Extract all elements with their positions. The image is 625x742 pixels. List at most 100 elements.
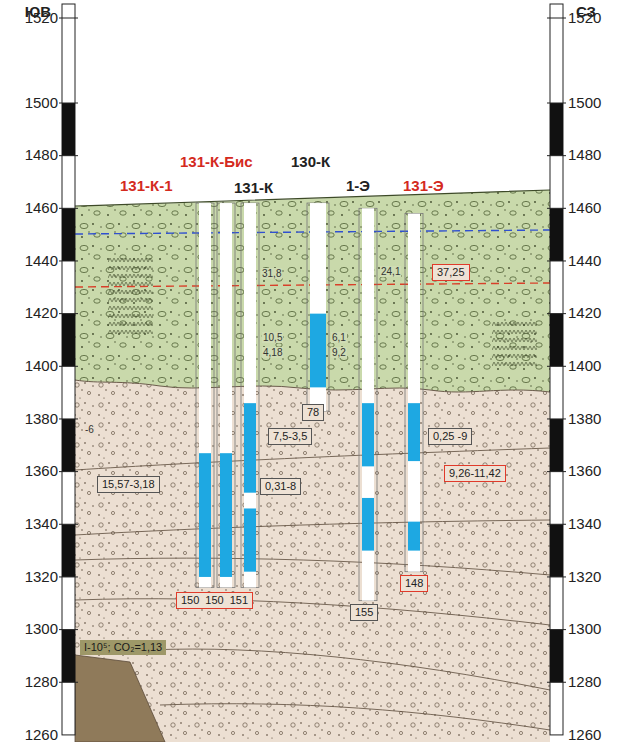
axis-value: 1340	[25, 516, 58, 533]
well-name: 131-К-Бис	[180, 154, 253, 171]
screen-interval	[244, 508, 256, 571]
axis-value: 1300	[25, 621, 58, 638]
ruler-tick	[59, 418, 78, 419]
value-label: 31,8	[261, 268, 282, 279]
ruler-segment	[550, 630, 563, 683]
value-box: 37,25	[432, 264, 470, 281]
box-value: 0,25 -9	[433, 430, 467, 442]
axis-value: 1420	[25, 305, 58, 322]
axis-value: 1280	[568, 674, 601, 691]
ruler-tick	[547, 629, 566, 630]
screen-interval	[244, 403, 256, 493]
screen-interval	[362, 403, 374, 466]
box-value: 9,26-11,42	[449, 467, 501, 479]
axis-value: 1460	[568, 200, 601, 217]
ruler-segment	[550, 103, 563, 156]
axis-value: 1440	[25, 253, 58, 270]
well-name: 1-Э	[346, 178, 370, 195]
value-box: 155	[350, 604, 378, 621]
box-value: 151	[230, 594, 248, 606]
depth-ruler	[62, 4, 75, 735]
axis-value: 1400	[568, 358, 601, 375]
axis-value: 1300	[568, 621, 601, 638]
box-value: 78	[307, 406, 319, 418]
axis-value: 1480	[568, 147, 601, 164]
ruler-tick	[547, 260, 566, 261]
bedrock	[75, 655, 165, 742]
ruler-segment	[62, 630, 75, 683]
screen-interval	[310, 314, 326, 388]
ruler-tick	[547, 155, 566, 156]
hatch-zone	[108, 255, 153, 335]
screen-interval	[408, 522, 420, 551]
ruler-tick	[547, 471, 566, 472]
box-value: 15,57-3,18	[102, 478, 155, 490]
ruler-segment	[62, 419, 75, 472]
ruler-tick	[547, 103, 566, 104]
layer-line	[75, 599, 550, 625]
axis-value: 1460	[25, 200, 58, 217]
ruler-tick	[547, 682, 566, 683]
screen-interval	[199, 453, 211, 577]
value-box: 148	[400, 575, 428, 592]
ruler-tick	[59, 260, 78, 261]
screen-interval	[220, 453, 232, 577]
ruler-tick	[547, 208, 566, 209]
ruler-tick	[59, 524, 78, 525]
ruler-tick	[547, 313, 566, 314]
axis-value: 1360	[25, 463, 58, 480]
box-value: 0,31-8	[265, 480, 296, 492]
axis-value: 1500	[25, 95, 58, 112]
well-column	[241, 203, 259, 587]
axis-value: 1420	[568, 305, 601, 322]
ruler-segment	[550, 419, 563, 472]
ruler-tick	[547, 418, 566, 419]
value-label: 24,1	[380, 266, 401, 277]
value-box: I-10⁵; CO₂=1,13	[80, 640, 166, 655]
layer-line	[150, 649, 550, 690]
value-label: 10,5	[262, 332, 283, 343]
value-box: 15,57-3,18	[97, 476, 160, 493]
well-name: 131-К-1	[120, 178, 173, 195]
ruler-segment	[62, 524, 75, 577]
well-column	[217, 203, 235, 587]
ruler-tick	[59, 471, 78, 472]
axis-value: 1380	[25, 411, 58, 428]
screen-interval	[408, 403, 420, 461]
box-value: 155	[355, 606, 373, 618]
sand-gravel-layer	[75, 380, 550, 742]
ruler-tick	[59, 155, 78, 156]
ruler-tick	[59, 103, 78, 104]
ruler-tick	[547, 18, 566, 19]
value-box: 0,25 -9	[428, 428, 472, 445]
axis-value: 1440	[568, 253, 601, 270]
axis-value: 1340	[568, 516, 601, 533]
value-box: 9,26-11,42	[444, 465, 506, 482]
ruler-segment	[550, 524, 563, 577]
axis-value: 1360	[568, 463, 601, 480]
value-box: 7,5-3,5	[268, 428, 312, 445]
layer-line	[75, 520, 550, 535]
layer-line	[160, 704, 550, 730]
value-label: 9,2	[331, 347, 347, 358]
axis-value: 1380	[568, 411, 601, 428]
box-value: I-10⁵; CO₂=1,13	[84, 641, 162, 653]
ruler-segment	[550, 208, 563, 261]
ruler-tick	[59, 18, 78, 19]
ruler-segment	[62, 103, 75, 156]
hatch-zone	[492, 318, 537, 368]
value-label: 4,18	[262, 347, 283, 358]
ruler-tick	[59, 366, 78, 367]
ruler-tick	[59, 208, 78, 209]
well-name: 130-К	[291, 154, 330, 171]
axis-value: 1500	[568, 95, 601, 112]
box-value: 7,5-3,5	[273, 430, 307, 442]
box-value: 37,25	[437, 266, 465, 278]
axis-value: 1320	[25, 569, 58, 586]
ruler-tick	[59, 576, 78, 577]
ruler-segment	[62, 314, 75, 367]
ruler-tick	[547, 524, 566, 525]
axis-value: 1520	[25, 10, 58, 27]
well-name: 131-К	[234, 180, 273, 197]
